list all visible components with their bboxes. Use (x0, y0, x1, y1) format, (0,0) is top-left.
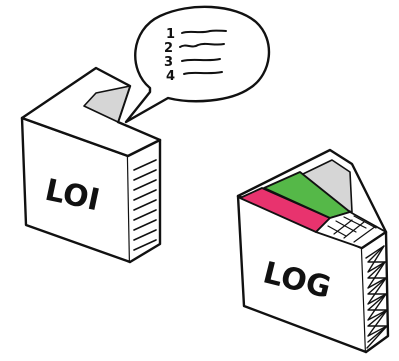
list-number-1: 1 (166, 27, 175, 42)
log-box-side (362, 232, 388, 352)
speech-bubble-icon (126, 7, 269, 122)
log-box (238, 150, 388, 352)
list-number-2: 2 (164, 41, 173, 56)
list-number-3: 3 (164, 55, 173, 70)
speech-bubble-outline (126, 7, 269, 122)
list-number-4: 4 (166, 69, 175, 84)
loi-box (22, 68, 160, 262)
